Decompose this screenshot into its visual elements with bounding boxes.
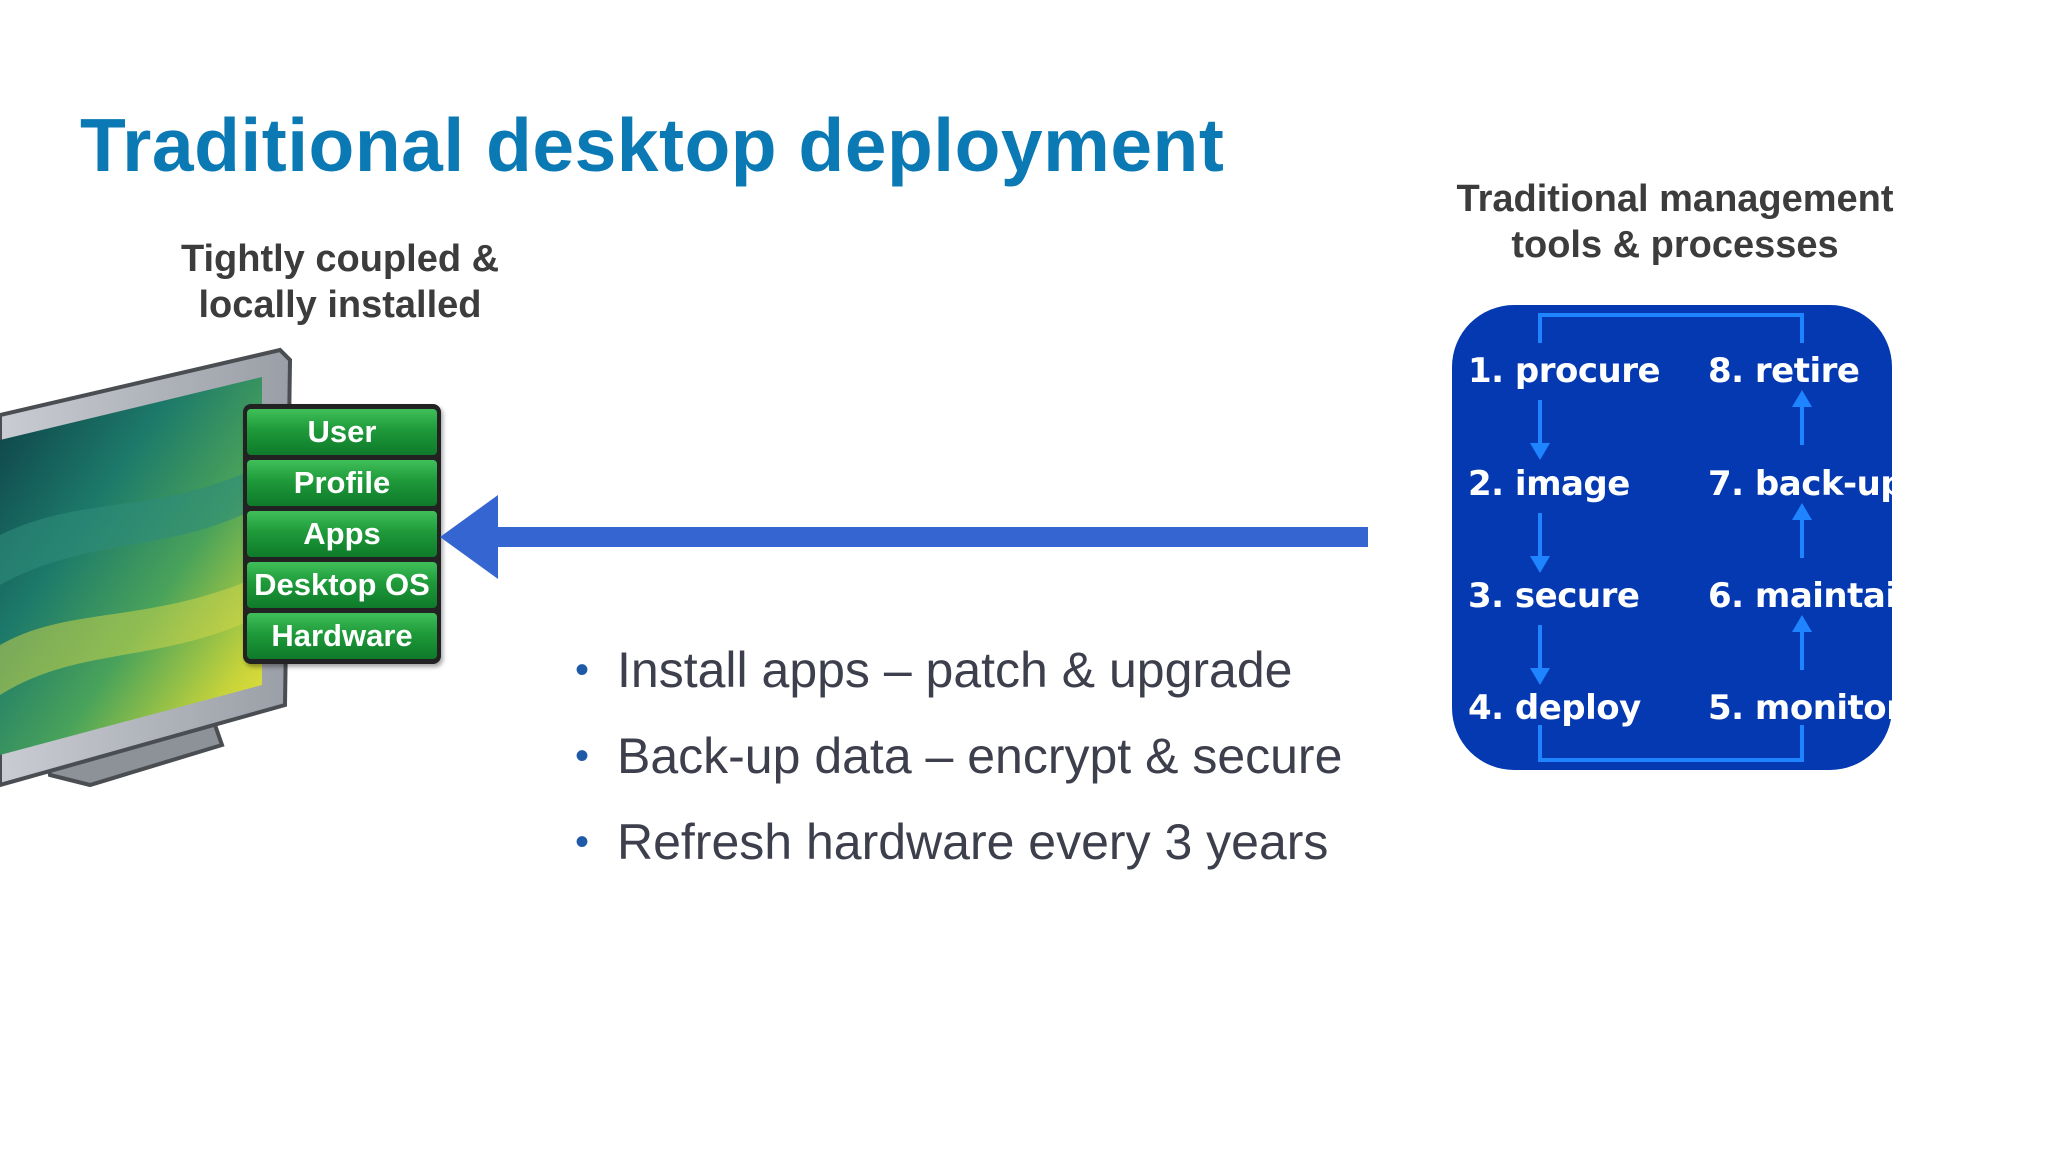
step-secure: 3. secure [1468,576,1640,616]
step-deploy: 4. deploy [1468,688,1641,728]
lifecycle-arrows-icon [1530,313,1812,762]
management-caption-line-2: tools & processes [1511,224,1839,266]
step-back-up: 7. back-up [1708,464,1905,504]
management-caption-line-1: Traditional management [1456,178,1894,220]
coupled-caption-line-2: locally installed [198,284,482,326]
bullet-icon: • [575,820,590,864]
bullet-icon: • [575,734,590,778]
bullet-item: • Back-up data – encrypt & secure [575,726,1342,812]
layer-user: User [247,409,437,455]
desktop-monitor-icon [0,347,293,788]
layer-hardware: Hardware [247,613,437,659]
coupled-caption: Tightly coupled & locally installed [150,236,530,328]
coupled-caption-line-1: Tightly coupled & [180,238,500,280]
step-procure: 1. procure [1468,351,1661,391]
bullet-item: • Refresh hardware every 3 years [575,812,1342,898]
layer-desktop-os: Desktop OS [247,562,437,608]
step-maintain: 6. maintain [1708,576,1921,616]
bullet-text: Back-up data – encrypt & secure [617,728,1343,784]
layer-apps: Apps [247,511,437,557]
step-image: 2. image [1468,464,1630,504]
bullet-text: Install apps – patch & upgrade [617,642,1293,698]
management-caption: Traditional management tools & processes [1440,176,1910,268]
software-stack: User Profile Apps Desktop OS Hardware [243,404,441,664]
step-monitor: 5. monitor [1708,688,1903,728]
step-retire: 8. retire [1708,351,1860,391]
left-arrow-icon [440,495,1368,579]
bullet-item: • Install apps – patch & upgrade [575,640,1342,726]
layer-profile: Profile [247,460,437,506]
bullet-text: Refresh hardware every 3 years [617,814,1329,870]
slide-title: Traditional desktop deployment [80,103,1225,187]
bullet-list: • Install apps – patch & upgrade • Back-up… [575,640,1342,898]
lifecycle-panel: 1. procure 2. image 3. secure 4. deploy … [1452,305,1921,770]
bullet-icon: • [575,648,590,692]
